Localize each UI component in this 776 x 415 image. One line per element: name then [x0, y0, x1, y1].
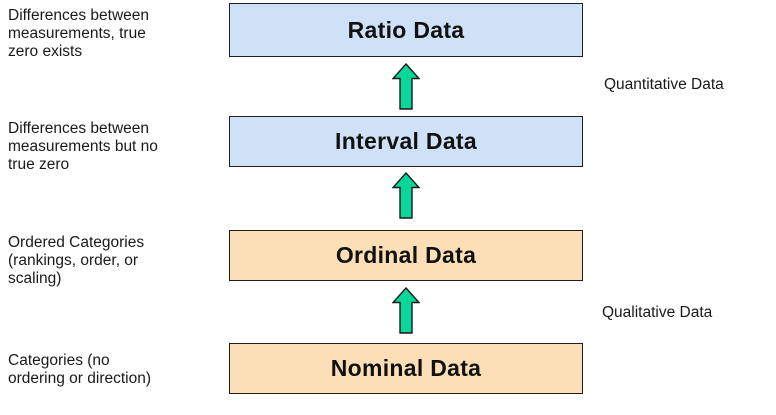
box-ratio-data: Ratio Data: [229, 3, 583, 57]
box-interval-data: Interval Data: [229, 116, 583, 167]
up-arrow-shape: [392, 63, 420, 110]
label-quantitative-data: Quantitative Data: [604, 76, 724, 93]
label-qualitative-data: Qualitative Data: [602, 304, 713, 321]
up-arrow-icon: [392, 172, 420, 219]
up-arrow-shape: [392, 172, 420, 219]
box-ratio-data-label: Ratio Data: [347, 16, 465, 43]
description-interval-data: Differences between measurements but no …: [8, 120, 158, 173]
box-nominal-data-label: Nominal Data: [330, 355, 482, 381]
box-ordinal-data-label: Ordinal Data: [335, 242, 477, 268]
up-arrow-shape: [392, 287, 420, 334]
description-ordinal-data: Ordered Categories (rankings, order, or …: [8, 234, 145, 287]
up-arrow-icon: [392, 287, 420, 334]
description-ratio-data: Differences between measurements, true z…: [8, 7, 150, 60]
box-nominal-data: Nominal Data: [229, 343, 583, 394]
description-nominal-data: Categories (no ordering or direction): [8, 352, 152, 387]
box-interval-data-label: Interval Data: [335, 128, 477, 154]
up-arrow-icon: [392, 63, 420, 110]
box-ordinal-data: Ordinal Data: [229, 230, 583, 281]
